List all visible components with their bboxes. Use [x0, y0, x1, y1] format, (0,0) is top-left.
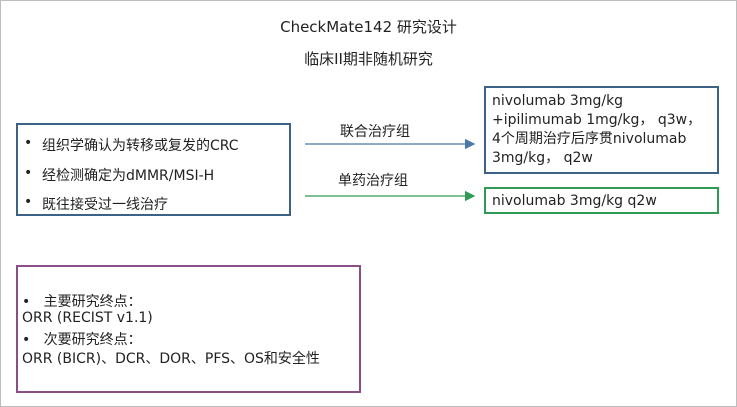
inclusion-criteria-box: • 组织学确认为转移或复发的CRC • 经检测确定为dMMR/MSI-H • 既… [16, 123, 291, 216]
bullet-icon: • [22, 294, 44, 310]
combination-regimen-line: +ipilimumab 1mg/kg， q3w， [492, 112, 702, 128]
primary-endpoint-header: • 主要研究终点： [22, 294, 142, 310]
endpoints-box: • 主要研究终点： ORR (RECIST v1.1) • 次要研究终点： OR… [16, 265, 361, 393]
bullet-icon: • [24, 135, 33, 151]
monotherapy-regimen-box: nivolumab 3mg/kg q2w [484, 187, 719, 214]
monotherapy-arm-label: 单药治疗组 [338, 173, 408, 189]
bullet-icon: • [22, 332, 44, 348]
diagram-title: CheckMate142 研究设计 [280, 18, 457, 36]
combination-arm-label: 联合治疗组 [340, 124, 410, 140]
secondary-endpoint-value: ORR (BICR)、DCR、DOR、PFS、OS和安全性 [22, 351, 320, 367]
primary-endpoint-value: ORR (RECIST v1.1) [22, 310, 153, 326]
monotherapy-regimen-text: nivolumab 3mg/kg q2w [492, 193, 657, 209]
secondary-endpoint-header: • 次要研究终点： [22, 332, 142, 348]
combination-regimen-box: nivolumab 3mg/kg +ipilimumab 1mg/kg， q3w… [484, 86, 719, 174]
diagram-subtitle: 临床II期非随机研究 [304, 50, 433, 68]
combination-regimen-line: 3mg/kg， q2w [492, 150, 593, 166]
combination-regimen-line: nivolumab 3mg/kg [492, 93, 624, 109]
bullet-icon: • [24, 165, 33, 181]
combination-regimen-line: 4个周期治疗后序贯nivolumab [492, 131, 687, 147]
bullet-icon: • [24, 194, 33, 210]
